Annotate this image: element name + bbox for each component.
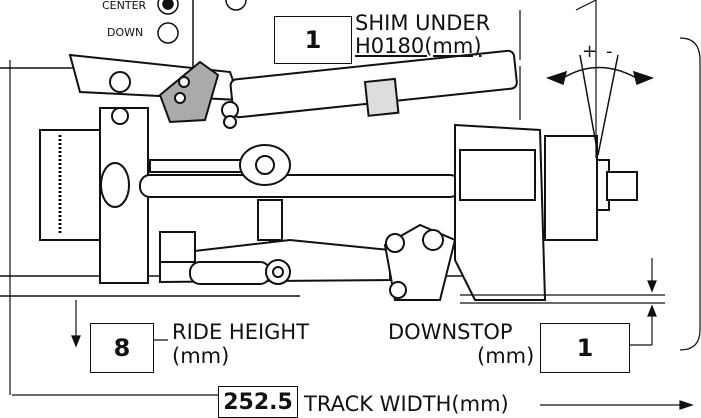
drive-shaft <box>139 174 461 198</box>
track-width-label: TRACK WIDTH(mm) <box>304 392 509 416</box>
camber-link-plate <box>158 60 220 124</box>
downstop-label-line1: DOWNSTOP <box>388 320 513 344</box>
down-radio <box>157 22 179 44</box>
shim-value-box: 1 <box>274 16 352 64</box>
center-label: CENTER <box>102 0 147 12</box>
wheel-hub <box>544 135 598 241</box>
turnbuckle-nut <box>363 77 400 117</box>
camber-indicator <box>545 54 655 156</box>
down-label: DOWN <box>107 26 144 39</box>
camber-minus: - <box>606 41 613 62</box>
shim-label-line2: H0180(mm) <box>355 34 482 58</box>
shim-label-line1: SHIM UNDER <box>355 11 491 35</box>
downstop-value-box: 1 <box>540 323 630 373</box>
ride-height-value-box: 8 <box>90 323 154 373</box>
ride-height-label-line2: (mm) <box>172 344 230 368</box>
track-width-value-box: 252.5 <box>218 386 298 418</box>
diff-outdrive <box>39 129 101 241</box>
downstop-label-line2: (mm) <box>477 344 535 368</box>
ride-height-label-line1: RIDE HEIGHT <box>172 320 310 344</box>
camber-plus: + <box>582 41 598 62</box>
center-radio-dot <box>162 0 174 10</box>
